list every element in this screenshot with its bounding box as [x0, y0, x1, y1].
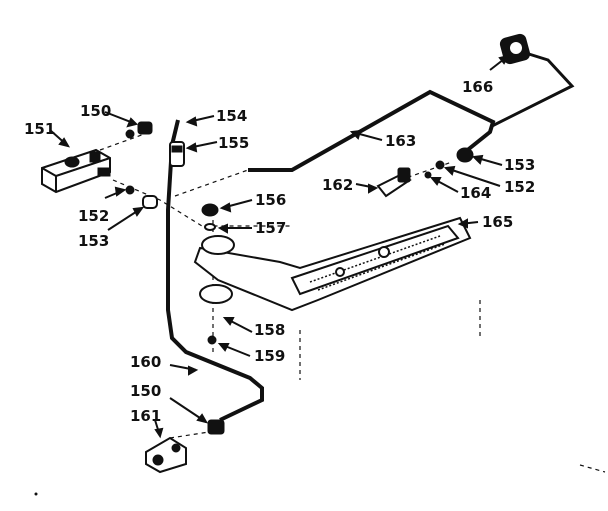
orifice-162 — [376, 167, 412, 198]
washer-157 — [204, 223, 216, 231]
fitting-153-left — [142, 195, 158, 209]
gasket-158 — [199, 284, 233, 304]
fitting-150-top — [125, 121, 153, 139]
callout-164: 164 — [460, 184, 491, 202]
callout-158: 158 — [254, 321, 285, 339]
fitting-155 — [169, 141, 185, 167]
callout-154: 154 — [216, 107, 247, 125]
callout-153-right: 153 — [504, 156, 535, 174]
burner-pan-165 — [193, 216, 472, 312]
leader-lines — [49, 54, 511, 439]
callout-150-top: 150 — [80, 102, 111, 120]
dash-line — [112, 179, 290, 227]
dash-line — [99, 131, 151, 151]
callout-151: 151 — [24, 120, 55, 138]
fitting-164 — [424, 171, 432, 179]
valve-161 — [145, 436, 187, 474]
dash-line — [579, 464, 606, 473]
regulator-151 — [41, 148, 111, 194]
callout-150-bottom: 150 — [130, 382, 161, 400]
tube-160 — [166, 119, 264, 422]
callout-159: 159 — [254, 347, 285, 365]
fitting-152-right — [435, 160, 445, 170]
callout-160: 160 — [130, 353, 161, 371]
callout-155: 155 — [218, 134, 249, 152]
dash-line — [174, 169, 249, 197]
fitting-152-left — [125, 185, 135, 195]
screw-159 — [207, 335, 217, 345]
fitting-150-bottom — [207, 419, 225, 435]
callout-156: 156 — [255, 191, 286, 209]
callout-165: 165 — [482, 213, 513, 231]
fitting-153-right — [456, 147, 474, 163]
callout-157: 157 — [255, 219, 286, 237]
tube-163 — [248, 89, 496, 172]
tube-166 — [491, 48, 575, 128]
callout-166: 166 — [462, 78, 493, 96]
callout-152-right: 152 — [504, 178, 535, 196]
stray-dot — [34, 492, 38, 496]
callout-162: 162 — [322, 176, 353, 194]
callout-161: 161 — [130, 407, 161, 425]
callout-152-left: 152 — [78, 207, 109, 225]
fitting-156 — [201, 203, 219, 217]
callout-153-left: 153 — [78, 232, 109, 250]
callout-163: 163 — [385, 132, 416, 150]
